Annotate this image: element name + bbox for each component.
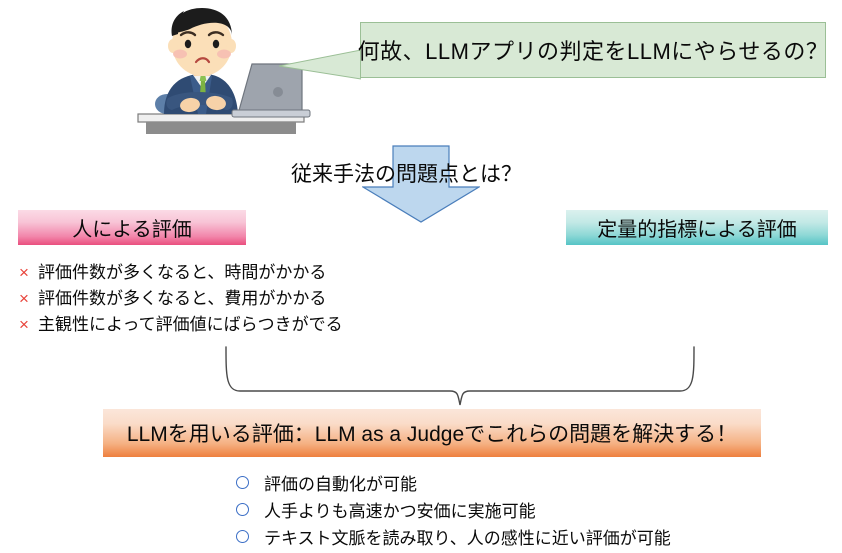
transition-question: 従来手法の問題点とは？ [291, 163, 522, 186]
list-item: 人手よりも高速かつ安価に実施可能 [236, 496, 836, 523]
circle-bullet-icon [236, 530, 264, 543]
list-item: × 主観性によって評価値にばらつきがでる [10, 310, 430, 336]
conclusion-text: LLMを用いる評価：LLM as a Judgeでこれらの問題を解決する！ [126, 423, 738, 446]
list-item-label: 評価件数が多くなると、費用がかかる [38, 289, 327, 308]
speech-bubble: 何故、LLMアプリの判定をLLMにやらせるの？ [357, 22, 829, 78]
list-item: テキスト文脈を読み取り、人の感性に近い評価が可能 [236, 523, 836, 550]
metric-evaluation-header-label: 定量的指標による評価 [597, 219, 797, 241]
benefits-list: 評価の自動化が可能 人手よりも高速かつ安価に実施可能 テキスト文脈を読み取り、人… [236, 469, 836, 550]
list-item-label: テキスト文脈を読み取り、人の感性に近い評価が可能 [264, 529, 671, 548]
list-item-label: 人手よりも高速かつ安価に実施可能 [264, 502, 536, 521]
human-evaluation-drawbacks: × 評価件数が多くなると、時間がかかる × 評価件数が多くなると、費用がかかる … [10, 258, 430, 336]
speech-bubble-text: 何故、LLMアプリの判定をLLMにやらせるの？ [357, 39, 829, 64]
list-item-label: 主観性によって評価値にばらつきがでる [38, 315, 343, 334]
curly-brace-connector [225, 346, 695, 406]
circle-bullet-icon [236, 476, 264, 489]
cross-icon: × [19, 263, 29, 282]
human-evaluation-header: 人による評価 [18, 210, 246, 245]
list-item: × 評価件数が多くなると、費用がかかる [10, 284, 430, 310]
cross-icon: × [19, 289, 29, 308]
circle-bullet-icon [236, 503, 264, 516]
list-item-label: 評価件数が多くなると、時間がかかる [38, 263, 327, 282]
list-item: × 評価件数が多くなると、時間がかかる [10, 258, 430, 284]
cross-icon: × [19, 315, 29, 334]
troubled-businessman-illustration [137, 8, 311, 134]
list-item: 評価の自動化が可能 [236, 469, 836, 496]
metric-evaluation-header: 定量的指標による評価 [566, 210, 828, 245]
list-item-label: 評価の自動化が可能 [264, 475, 417, 494]
down-arrow-shape [362, 145, 480, 223]
human-evaluation-header-label: 人による評価 [72, 219, 192, 241]
speech-bubble-tail [279, 50, 361, 80]
conclusion-box: LLMを用いる評価：LLM as a Judgeでこれらの問題を解決する！ [103, 409, 761, 457]
